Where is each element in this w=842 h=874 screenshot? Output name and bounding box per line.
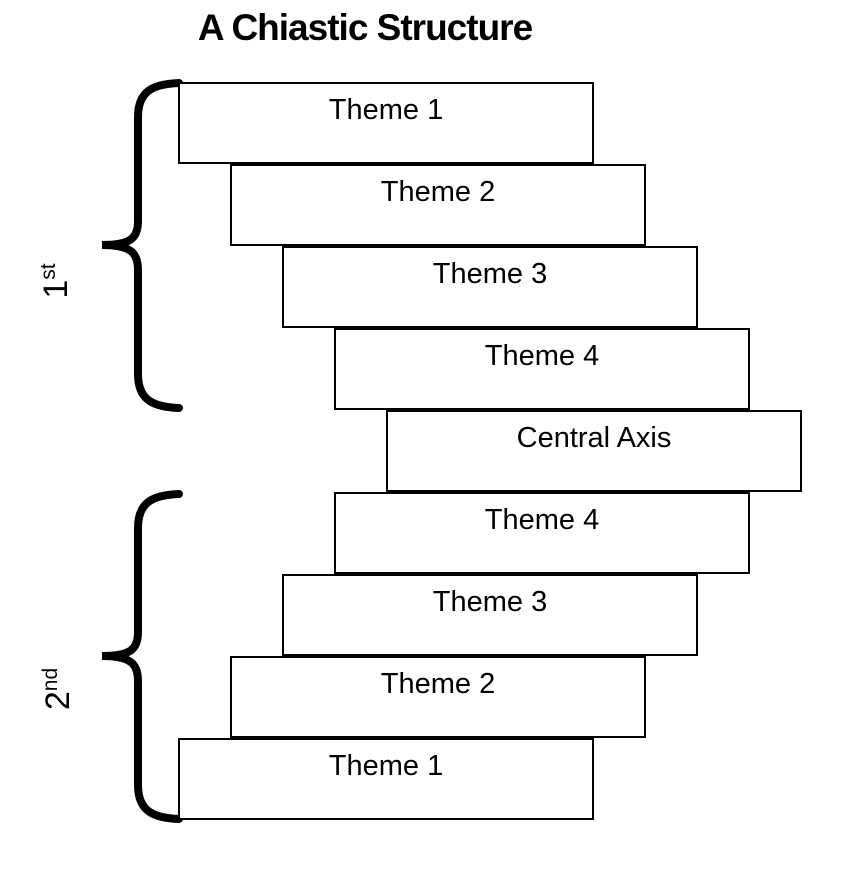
diagram-title: A Chiastic Structure <box>197 7 533 48</box>
theme-box-3-first: Theme 3 <box>282 246 698 328</box>
theme-box-1-first: Theme 1 <box>178 82 594 164</box>
first-half-label: 1st <box>28 221 84 341</box>
second-half-brace-icon <box>101 490 183 823</box>
central-axis-box: Central Axis <box>386 410 802 492</box>
theme-box-4-second: Theme 4 <box>334 492 750 574</box>
theme-box-4-first: Theme 4 <box>334 328 750 410</box>
theme-box-1-second: Theme 1 <box>178 738 594 820</box>
theme-box-2-second: Theme 2 <box>230 656 646 738</box>
first-half-label-ordinal: st <box>37 263 60 280</box>
first-half-label-base: 1 <box>37 279 75 299</box>
first-half-brace-icon <box>101 79 183 412</box>
theme-box-3-second: Theme 3 <box>282 574 698 656</box>
second-half-label-base: 2 <box>39 691 77 711</box>
theme-box-2-first: Theme 2 <box>230 164 646 246</box>
second-half-label: 2nd <box>30 629 86 749</box>
second-half-label-ordinal: nd <box>39 667 62 692</box>
